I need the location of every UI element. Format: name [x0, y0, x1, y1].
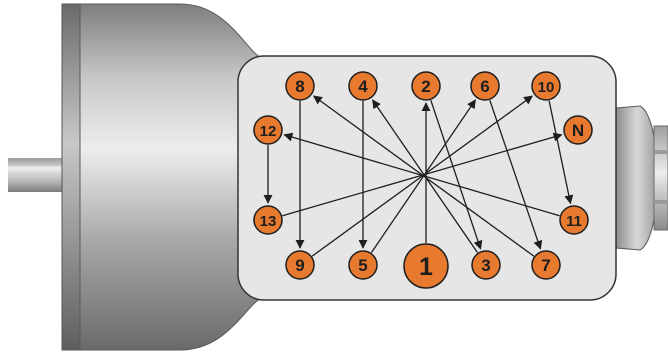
terminal-node-12: 12 — [253, 115, 283, 145]
terminal-label: 6 — [480, 77, 489, 96]
terminal-label: 1 — [419, 253, 433, 281]
arrow-10-to-11 — [548, 100, 574, 205]
terminal-label: 5 — [358, 256, 367, 275]
motor-shaft — [8, 158, 70, 192]
terminal-label: 10 — [538, 79, 555, 96]
terminal-circle — [348, 71, 378, 101]
terminal-circle — [471, 250, 501, 280]
motor-nut-groove — [654, 200, 668, 204]
terminal-label: 8 — [295, 77, 304, 96]
terminal-node-11: 11 — [559, 205, 589, 235]
terminal-label: N — [572, 121, 584, 140]
motor-nut-groove — [654, 150, 668, 154]
terminal-node-10: 10 — [531, 71, 561, 101]
terminal-label: 4 — [358, 77, 368, 96]
terminal-circle — [285, 71, 315, 101]
terminal-circle — [348, 250, 378, 280]
terminal-circle — [285, 250, 315, 280]
arrow-6-to-7 — [489, 99, 543, 250]
terminal-circle — [470, 71, 500, 101]
motor-flange — [61, 3, 81, 351]
arrow-2-to-3 — [430, 99, 483, 250]
terminal-label: 2 — [421, 77, 430, 96]
arrow-9-to-10 — [311, 95, 534, 257]
terminal-node-N: N — [563, 115, 593, 145]
terminal-circle — [253, 205, 283, 235]
terminal-circle — [531, 71, 561, 101]
terminal-label: 7 — [541, 256, 550, 275]
terminal-label: 11 — [566, 213, 582, 230]
arrow-13-to-N — [282, 132, 563, 217]
terminal-node-9: 9 — [285, 250, 315, 280]
terminal-circle — [559, 205, 589, 235]
terminal-node-1: 1 — [403, 243, 449, 289]
terminal-label: 12 — [260, 123, 277, 140]
terminal-node-6: 6 — [470, 71, 500, 101]
terminal-node-2: 2 — [411, 71, 441, 101]
terminal-circle — [403, 243, 449, 289]
terminal-node-7: 7 — [531, 250, 561, 280]
motor-nut — [653, 125, 668, 231]
terminal-circle — [531, 250, 561, 280]
motor-end-cap — [615, 105, 659, 251]
terminal-node-5: 5 — [348, 250, 378, 280]
terminal-node-8: 8 — [285, 71, 315, 101]
terminal-label: 9 — [295, 256, 304, 275]
terminal-circle — [253, 115, 283, 145]
terminal-node-4: 4 — [348, 71, 378, 101]
terminal-label: 3 — [481, 256, 490, 275]
terminal-node-3: 3 — [471, 250, 501, 280]
arrow-group — [263, 95, 574, 257]
motor-body — [79, 3, 263, 351]
terminal-label: 13 — [260, 213, 277, 230]
terminal-circle — [563, 115, 593, 145]
motor-shaft-band — [8, 166, 70, 170]
terminal-circle — [411, 71, 441, 101]
terminal-node-13: 13 — [253, 205, 283, 235]
